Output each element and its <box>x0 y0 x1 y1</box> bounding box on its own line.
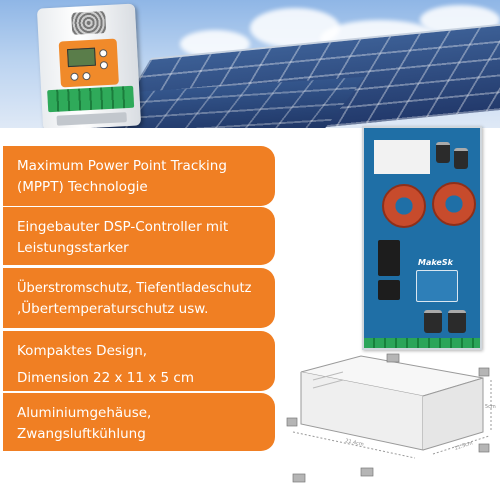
toroid-coil <box>432 182 476 226</box>
mounting-bracket <box>478 367 490 377</box>
feature-box-mppt: Maximum Power Point Tracking (MPPT) Tech… <box>3 146 275 206</box>
mounting-bracket <box>478 443 490 453</box>
feature-text: Zwangsluftkühlung <box>17 426 146 442</box>
toroid-coil <box>382 184 426 228</box>
mounting-bracket <box>386 353 400 363</box>
vent-lines <box>312 371 344 389</box>
mosfet-bank <box>378 240 400 276</box>
capacitor <box>424 310 442 333</box>
mosfet-bank <box>378 280 400 300</box>
mounting-bracket <box>360 467 374 477</box>
fan-grille <box>71 11 107 35</box>
pcb-board-image: MakeSk <box>362 126 482 350</box>
dimension-height-label: 5cm <box>485 404 496 410</box>
feature-text: Maximum Power Point Tracking <box>17 158 227 174</box>
feature-text: Kompaktes Design, <box>17 343 148 359</box>
feature-text: Überstromschutz, Tiefentladeschutz <box>17 281 252 296</box>
mppt-controller-image <box>36 3 142 128</box>
terminal-block <box>47 85 135 113</box>
hero-banner <box>0 0 500 128</box>
feature-box-housing: Aluminiumgehäuse, Zwangsluftkühlung <box>3 393 275 451</box>
dimension-line <box>432 435 490 455</box>
capacitor <box>436 142 450 163</box>
dimension-line <box>292 431 416 459</box>
enclosure-drawing: 21.4cm 11.5cm 5cm <box>286 353 496 483</box>
feature-box-dsp: Eingebauter DSP-Controller mit Leistungs… <box>3 207 275 265</box>
feature-text: ,Übertemperaturschutz usw. <box>17 301 209 317</box>
pcb-module <box>374 140 430 174</box>
capacitor <box>454 148 468 169</box>
mounting-bracket <box>286 417 298 427</box>
capacitor <box>448 310 466 333</box>
feature-text: Dimension 22 x 11 x 5 cm <box>17 370 195 386</box>
dimension-width-label: 11.5cm <box>454 440 474 452</box>
pcb-terminal-block <box>364 338 480 348</box>
feature-box-protection: Überstromschutz, Tiefentladeschutz ,Über… <box>3 268 275 328</box>
pcb-brand-label: MakeSk <box>418 258 453 267</box>
controller-base <box>56 112 127 126</box>
mounting-bracket <box>292 473 306 483</box>
dimension-length-label: 21.4cm <box>345 438 365 448</box>
feature-box-design: Kompaktes Design, Dimension 22 x 11 x 5 … <box>3 331 275 391</box>
controller-module <box>416 270 458 302</box>
feature-text: Aluminiumgehäuse, <box>17 405 152 421</box>
feature-text: Eingebauter DSP-Controller mit <box>17 219 229 235</box>
feature-text: Leistungsstarker <box>17 240 129 256</box>
feature-text: (MPPT) Technologie <box>17 179 148 195</box>
enclosure-side <box>422 377 484 451</box>
controller-lcd <box>67 47 96 68</box>
